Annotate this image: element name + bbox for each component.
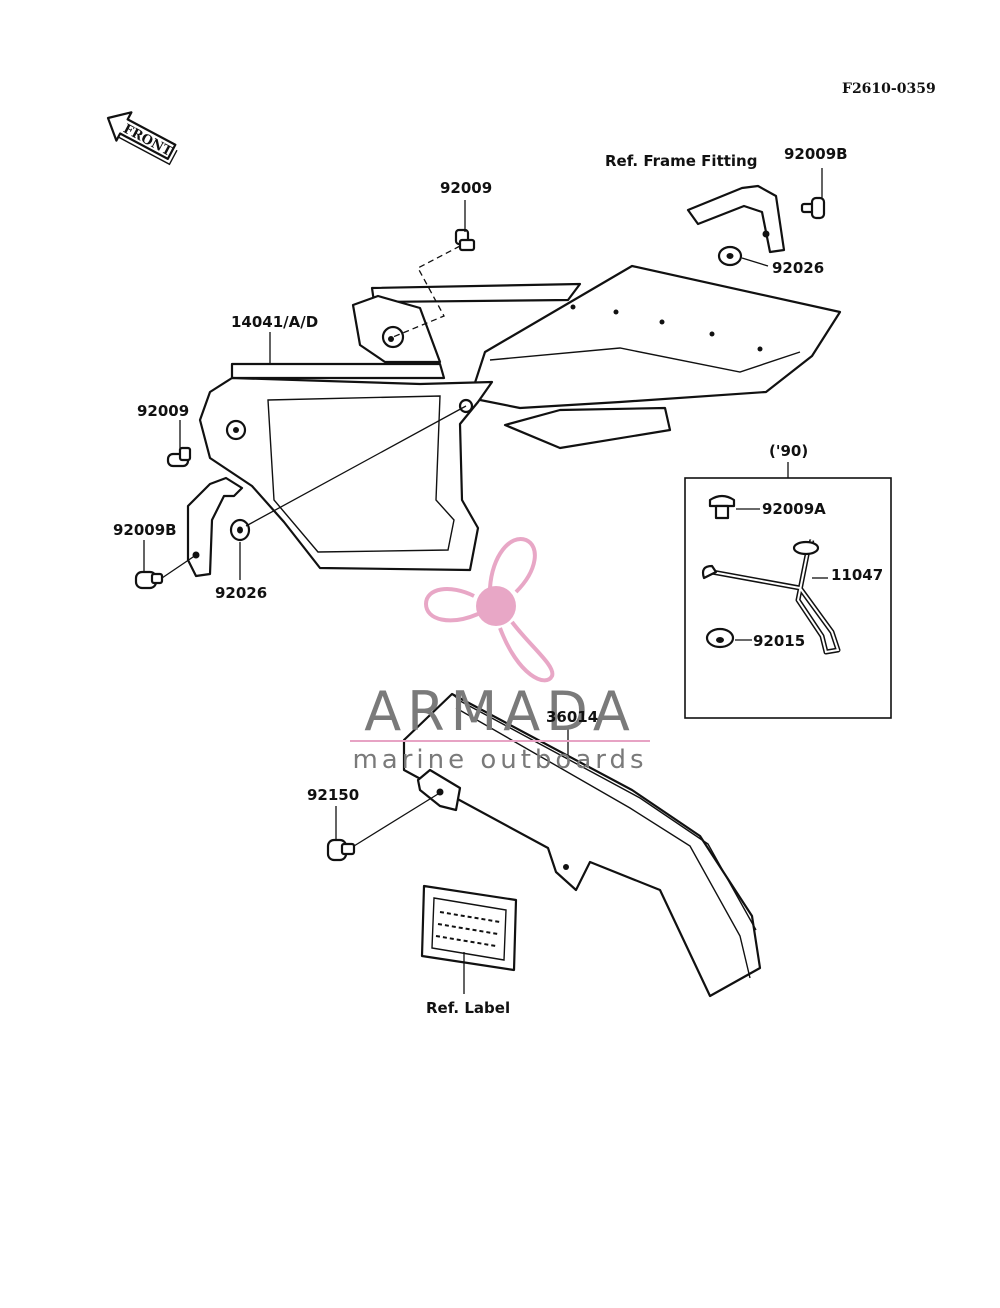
inset-1990: [684, 462, 892, 719]
chain-cover-36014: [402, 692, 762, 998]
label-ref-frame-fitting: Ref. Frame Fitting: [605, 152, 757, 170]
watermark-brand: ARMADA: [364, 680, 636, 743]
label-11047: 11047: [831, 566, 883, 584]
label-14041: 14041/A/D: [231, 313, 318, 331]
label-92015: 92015: [753, 632, 805, 650]
armada-propeller-logo-icon: [423, 537, 555, 683]
bolt-92009b-top-icon: [800, 196, 826, 220]
label-92026-left: 92026: [215, 584, 267, 602]
label-ref-label: Ref. Label: [426, 999, 510, 1017]
bolt-92009-left-icon: [166, 446, 192, 468]
label-92009b-top: 92009B: [784, 145, 848, 163]
front-arrow-icon: FRONT: [106, 111, 178, 166]
nut-92015-icon: [705, 627, 735, 649]
label-92009a: 92009A: [762, 500, 826, 518]
label-92150: 92150: [307, 786, 359, 804]
collar-92026-left-icon: [229, 518, 251, 542]
label-92009-top: 92009: [440, 179, 492, 197]
leader-lines: [143, 168, 823, 580]
bolt-92009a-icon: [708, 494, 736, 520]
side-cover-14041: [198, 264, 842, 572]
watermark-tagline: marine outboards: [352, 745, 647, 775]
collar-92026-top-icon: [717, 245, 743, 267]
wire-11047-inner: [711, 539, 840, 654]
label-36014: 36014: [546, 708, 598, 726]
bolt-92150-icon: [326, 838, 356, 862]
label-inset-year: ('90): [769, 442, 808, 460]
frame-fitting-ref: [686, 184, 786, 254]
label-92009-left: 92009: [137, 402, 189, 420]
bolt-92009b-left-icon: [134, 570, 164, 590]
label-sticker: [420, 884, 518, 972]
figure-code: F2610-0359: [842, 81, 936, 97]
label-92026-top: 92026: [772, 259, 824, 277]
leader-lines-lower: [335, 728, 569, 994]
label-92009b-left: 92009B: [113, 521, 177, 539]
bolt-92009-top-icon: [454, 228, 476, 252]
